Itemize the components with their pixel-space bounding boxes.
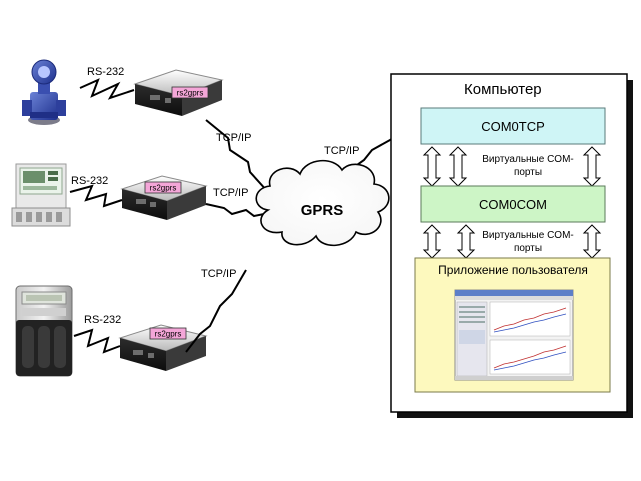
com0com-label: COM0COM	[479, 197, 547, 212]
virtual-ports-arrows-1	[422, 146, 602, 187]
virtual-ports-label-1b: порты	[514, 167, 542, 178]
gprs-cloud: GPRS	[255, 159, 390, 247]
app-screenshot-thumbnail	[454, 289, 574, 381]
rs2gprs-box-3: rs2gprs	[118, 324, 208, 371]
virtual-ports-label-2a: Виртуальные COM-	[482, 230, 574, 241]
com0com-block: COM0COM	[420, 185, 606, 223]
device-tag-label-1: rs2gprs	[177, 89, 204, 98]
rs232-link-3	[73, 328, 121, 354]
rs2gprs-box-1: rs2gprs	[133, 69, 224, 116]
tcpip-link-1	[205, 119, 269, 193]
gprs-label: GPRS	[301, 202, 344, 219]
tcpip-label-2: TCP/IP	[213, 187, 248, 199]
virtual-ports-arrows-2	[422, 224, 602, 259]
com0tcp-label: COM0TCP	[481, 119, 545, 134]
virtual-ports-label-1a: Виртуальные COM-	[482, 154, 574, 165]
user-application-block: Приложение пользователя	[414, 257, 611, 393]
tcpip-label-3: TCP/IP	[201, 268, 236, 280]
virtual-ports-label-2b: порты	[514, 243, 542, 254]
device-tag-label-2: rs2gprs	[150, 184, 177, 193]
device-tag-label-3: rs2gprs	[155, 330, 182, 339]
tcpip-link-2	[205, 203, 265, 218]
tcpip-link-3	[185, 269, 247, 353]
app-title: Приложение пользователя	[438, 263, 588, 277]
com0tcp-block: COM0TCP	[420, 107, 606, 145]
rs232-link-2	[69, 184, 123, 208]
tcpip-label-1: TCP/IP	[216, 132, 251, 144]
flowmeter-image	[22, 59, 66, 125]
rs232-label-2: RS-232	[71, 175, 108, 187]
rs232-label-1: RS-232	[87, 66, 124, 78]
controller-image	[11, 163, 71, 227]
tcpip-label-4: TCP/IP	[324, 145, 359, 157]
rs232-link-1	[79, 78, 135, 100]
electricity-meter-image	[15, 285, 73, 377]
rs232-label-3: RS-232	[84, 314, 121, 326]
rs2gprs-box-2: rs2gprs	[120, 175, 208, 220]
computer-title: Компьютер	[464, 81, 542, 98]
